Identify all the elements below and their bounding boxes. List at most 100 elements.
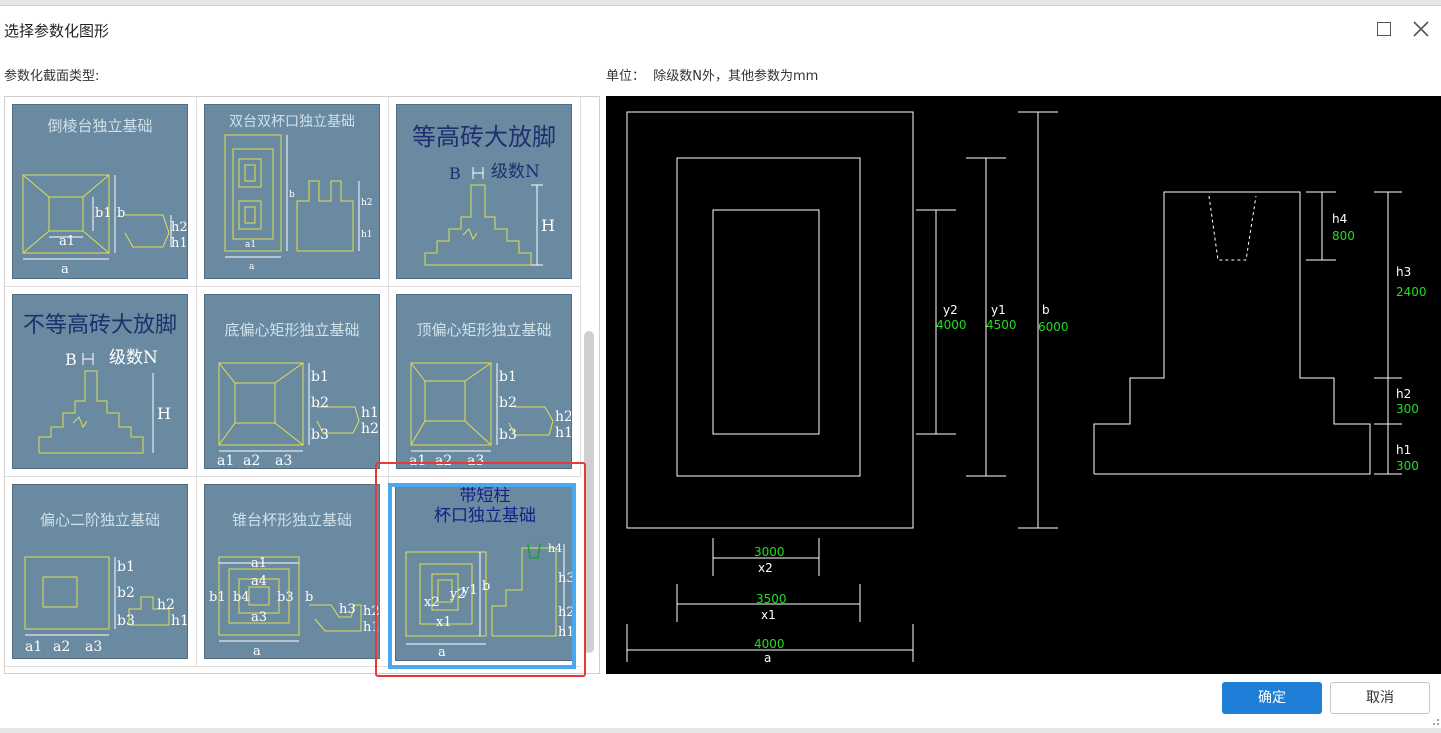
dim-label-h4: h4 — [1332, 212, 1347, 226]
shape-caption: 底偏心矩形独立基础 — [224, 321, 360, 339]
resize-grip-icon[interactable] — [1430, 716, 1440, 726]
dim-label-b: b — [1042, 303, 1050, 317]
shape-thumbnail: 倒棱台独立基础 a — [12, 104, 188, 279]
shape-caption: 带短柱 杯口独立基础 — [396, 486, 574, 526]
cone-cup-diagram: a1 a4 a3 b1 b4 b3 b h3 h2 h1 a — [209, 556, 379, 658]
cup-opening — [1208, 195, 1257, 261]
shape-thumbnail: 偏心二阶独立基础 b1 b2 b3 h2 h1 — [12, 484, 188, 659]
shape-thumbnail: 锥台杯形独立基础 a1 a4 a3 — [204, 484, 380, 659]
label-b2: b2 — [117, 585, 135, 601]
label-a: a — [249, 262, 255, 272]
dim-value-h3: 2400 — [1396, 285, 1427, 299]
shape-caption: 不等高砖大放脚 — [22, 313, 177, 338]
label-B: B — [65, 350, 77, 369]
shape-item-cone-cup[interactable]: 锥台杯形独立基础 a1 a4 a3 — [197, 477, 389, 667]
dim-value-h4: 800 — [1332, 229, 1355, 243]
label-h2: h2 — [555, 409, 572, 425]
label-b4: b4 — [233, 590, 250, 605]
close-icon[interactable] — [1411, 19, 1431, 39]
cancel-button[interactable]: 取消 — [1330, 682, 1430, 714]
label-h2: h2 — [558, 605, 575, 620]
eccentric-two-step-diagram: b1 b2 b3 h2 h1 a1 a2 a3 — [24, 556, 187, 655]
top-border — [0, 0, 1441, 6]
shape-caption: 倒棱台独立基础 — [47, 117, 153, 135]
label-b1: b1 — [499, 369, 517, 385]
label-a1: a1 — [217, 453, 234, 469]
shape-gallery[interactable]: 倒棱台独立基础 a — [4, 96, 600, 674]
label-a2: a2 — [435, 453, 452, 469]
maximize-icon[interactable] — [1377, 22, 1391, 36]
label-h2: h2 — [361, 198, 373, 208]
label-H: H — [157, 404, 171, 423]
label-b: b — [289, 190, 295, 200]
unequal-brick-footing-diagram: B 级数N H — [38, 348, 171, 454]
outline-y1 — [676, 157, 861, 477]
selection-highlight — [388, 483, 576, 669]
shape-preview-canvas: y2 y1 b x2 x1 a h4 h3 h2 h1 4000 4500 60… — [606, 96, 1441, 674]
dim-value-h2: 300 — [1396, 402, 1419, 416]
label-a1: a1 — [409, 453, 426, 469]
shape-item-unequal-brick-footing[interactable]: 不等高砖大放脚 B 级数N H — [5, 287, 197, 477]
label-b1: b1 — [117, 559, 135, 575]
dim-value-h1: 300 — [1396, 459, 1419, 473]
label-b3: b3 — [499, 427, 517, 443]
label-a1: a1 — [59, 234, 75, 249]
label-a1: a1 — [251, 556, 267, 571]
label-level-n: 级数N — [491, 162, 540, 182]
label-h1: h1 — [558, 625, 575, 640]
dim-label-x2: x2 — [758, 561, 773, 575]
shape-item-eccentric-two-step[interactable]: 偏心二阶独立基础 b1 b2 b3 h2 h1 — [5, 477, 197, 667]
shape-item-equal-brick-footing[interactable]: 等高砖大放脚 B 级数N H — [389, 97, 581, 287]
label-h3: h3 — [339, 602, 356, 617]
label-a3: a3 — [85, 639, 102, 655]
selection-marker — [375, 462, 586, 677]
label-h1: h1 — [555, 425, 572, 441]
inverted-frustum-diagram: a a1 b1 b h2 h1 — [22, 174, 187, 277]
shape-caption-line1: 带短柱 — [459, 486, 511, 506]
equal-brick-footing-diagram: B 级数N H — [424, 162, 555, 266]
label-a1: a1 — [245, 240, 256, 250]
outline-b — [626, 111, 914, 529]
shape-item-bottom-eccentric[interactable]: 底偏心矩形独立基础 b1 b2 b3 — [197, 287, 389, 477]
shape-caption: 偏心二阶独立基础 — [39, 511, 160, 529]
shape-caption-line2: 杯口独立基础 — [434, 506, 536, 526]
section-type-label: 参数化截面类型: — [4, 69, 100, 84]
dim-label-x1: x1 — [761, 608, 776, 622]
shape-item-top-eccentric[interactable]: 顶偏心矩形独立基础 b1 b2 b3 — [389, 287, 581, 477]
gallery-scrollbar[interactable] — [584, 331, 594, 653]
label-x2: x2 — [424, 595, 440, 610]
shape-item-cup-with-short-column[interactable]: 带短柱 杯口独立基础 — [389, 477, 581, 667]
shape-thumbnail: 带短柱 杯口独立基础 — [395, 485, 575, 661]
label-a: a — [61, 262, 69, 277]
label-b1: b1 — [95, 206, 112, 221]
label-a: a — [438, 645, 446, 660]
label-b1: b1 — [209, 590, 226, 605]
label-h2: h2 — [361, 421, 379, 437]
label-b2: b2 — [499, 395, 517, 411]
label-b3: b3 — [277, 590, 294, 605]
label-a3: a3 — [467, 453, 484, 469]
dim-value-b: 6000 — [1038, 320, 1069, 334]
label-h2: h2 — [157, 597, 175, 613]
label-b1: b1 — [311, 369, 329, 385]
label-a4: a4 — [251, 574, 267, 589]
shape-item-double-cup[interactable]: 双台双杯口独立基础 a a1 — [197, 97, 389, 287]
label-b: b — [305, 590, 313, 605]
label-b: b — [482, 579, 490, 594]
dim-label-y1: y1 — [991, 303, 1006, 317]
top-eccentric-diagram: b1 b2 b3 h2 h1 a1 a2 a3 — [409, 362, 572, 469]
label-y1: y1 — [461, 583, 478, 598]
label-b2: b2 — [311, 395, 329, 411]
label-a3: a3 — [251, 610, 267, 625]
shape-item-inverted-frustum[interactable]: 倒棱台独立基础 a — [5, 97, 197, 287]
label-B: B — [449, 164, 461, 183]
shape-caption: 顶偏心矩形独立基础 — [416, 321, 552, 339]
ok-button[interactable]: 确定 — [1222, 682, 1322, 714]
dim-value-x2: 3000 — [754, 545, 785, 559]
label-y2: y2 — [449, 587, 466, 602]
shape-caption: 双台双杯口独立基础 — [229, 114, 355, 130]
unit-label: 单位： 除级数N外，其他参数为mm — [606, 69, 819, 84]
shape-thumbnail: 不等高砖大放脚 B 级数N H — [12, 294, 188, 469]
shape-thumbnail: 顶偏心矩形独立基础 b1 b2 b3 — [396, 294, 572, 469]
